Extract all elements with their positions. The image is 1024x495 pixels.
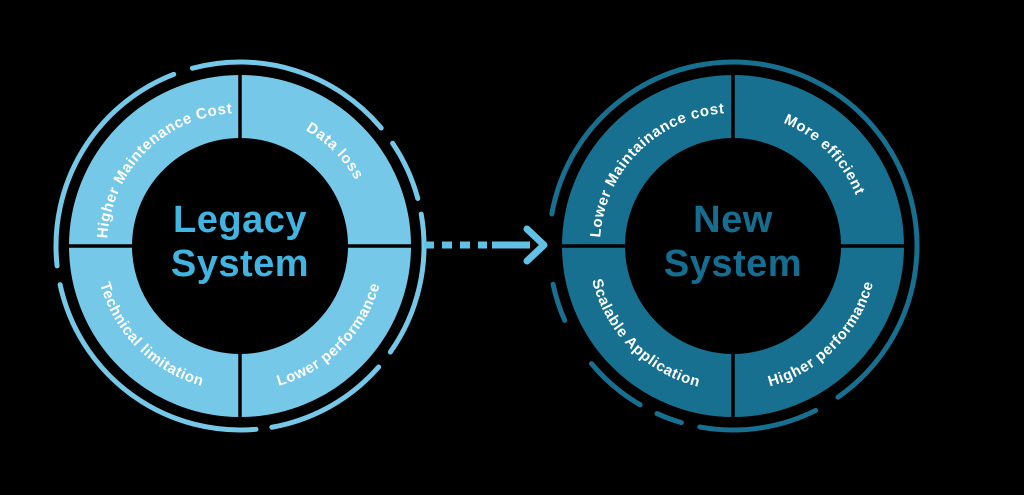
legacy-title-line2: System [170,243,310,285]
transition-arrow [424,225,548,265]
legacy-title-line1: Legacy [173,199,307,241]
new-title-line1: New [693,199,773,241]
arrow-head-icon [523,225,548,265]
new-outer-dashed-arc [546,59,920,433]
legacy-system-title: Legacy System [110,198,370,286]
legacy-outer-dashed-arc [53,59,427,433]
new-title-line2: System [663,243,803,285]
new-system-title: New System [603,198,863,286]
